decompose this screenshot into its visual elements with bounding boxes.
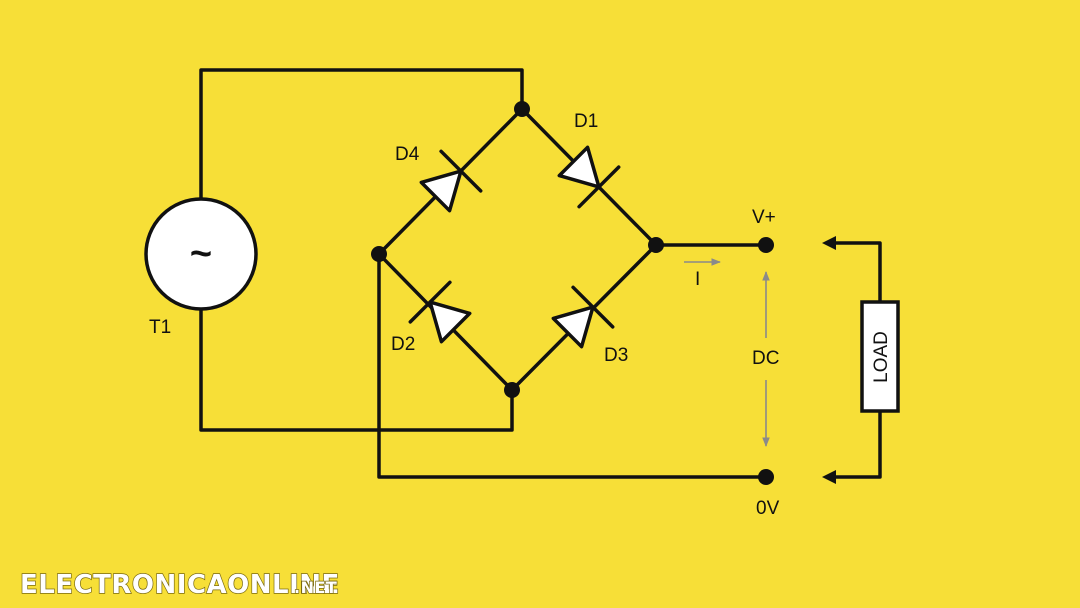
node-right [648, 237, 664, 253]
current-label: I [695, 269, 700, 290]
diode-d2-label: D2 [391, 334, 415, 355]
source-label: T1 [149, 317, 171, 338]
watermark-main: ELECTRONICAONLINE [20, 570, 340, 600]
load-arrow-bottom-icon [822, 470, 836, 484]
ac-source [144, 197, 258, 311]
node-top [514, 101, 530, 117]
diode-d4 [419, 149, 483, 213]
dc-label: DC [752, 348, 779, 369]
diode-d1 [557, 145, 621, 209]
ac-source-symbol: ~ [190, 233, 212, 275]
node-bottom [504, 382, 520, 398]
terminal-zero [758, 469, 774, 485]
load-wire-bottom [828, 409, 882, 479]
wire-top [199, 68, 524, 201]
load-resistor [860, 300, 900, 413]
diode-d2 [408, 280, 472, 344]
diode-d3 [551, 285, 615, 349]
load-wire-top [828, 241, 882, 304]
junctions [371, 101, 774, 485]
wire-return [377, 252, 768, 479]
node-left [371, 246, 387, 262]
terminal-positive [758, 237, 774, 253]
watermark-suffix: .NET [294, 578, 337, 597]
wires [199, 68, 882, 479]
wire-bottom [199, 307, 514, 432]
watermark-logo: ELECTRONICAONLINE .NET [19, 569, 340, 600]
load-arrow-top-icon [822, 236, 836, 250]
diode-d4-label: D4 [395, 144, 420, 165]
load-label: LOAD [871, 331, 892, 383]
diode-d1-label: D1 [574, 111, 598, 132]
positive-terminal-label: V+ [752, 207, 776, 228]
zero-terminal-label: 0V [756, 498, 780, 519]
diode-d3-label: D3 [604, 345, 628, 366]
